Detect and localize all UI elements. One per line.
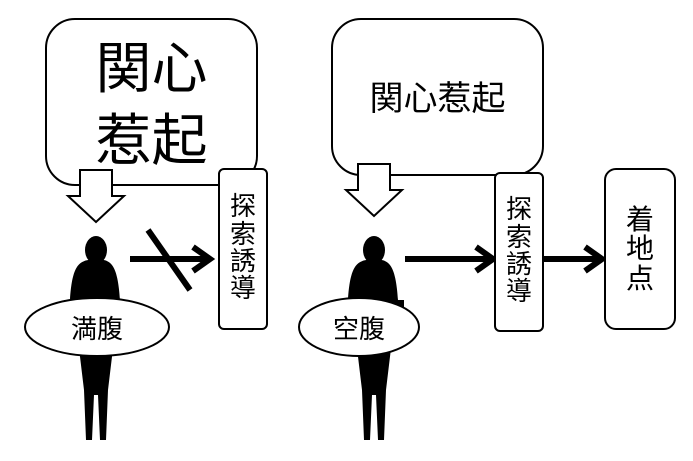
interest-label-line2: 惹起	[95, 108, 208, 174]
arrow-to-explore-right	[405, 244, 499, 274]
interest-box-left: 関心 惹起	[45, 18, 258, 186]
arrow-to-landing	[544, 244, 608, 274]
down-arrow-left	[65, 169, 127, 224]
explore-char-2: 索	[229, 219, 256, 250]
state-label-hungry: 空腹	[332, 314, 385, 345]
explore-box-right: 探 索 誘 導	[494, 172, 544, 332]
explore-char-4: 導	[505, 277, 532, 308]
explore-char-2: 索	[505, 222, 532, 253]
landing-char-1: 着	[625, 202, 654, 236]
landing-char-2: 地	[625, 232, 654, 266]
down-arrow-right	[343, 163, 405, 218]
explore-char-4: 導	[229, 274, 256, 305]
state-ellipse-left	[24, 297, 170, 357]
explore-char-3: 誘	[229, 247, 256, 277]
explore-char-1: 探	[229, 192, 256, 223]
state-label-full: 満腹	[70, 314, 123, 345]
explore-box-left: 探 索 誘 導	[218, 168, 268, 330]
interest-box-right: 関心惹起	[331, 18, 544, 176]
explore-char-3: 誘	[505, 250, 532, 280]
landing-char-3: 点	[625, 261, 654, 295]
explore-char-1: 探	[505, 195, 532, 226]
interest-label-line1: 関心	[95, 36, 208, 102]
blocked-arrow-left	[130, 228, 216, 292]
state-ellipse-right	[298, 297, 420, 357]
landing-point-box: 着 地 点	[604, 168, 676, 330]
interest-label-right: 関心惹起	[369, 78, 506, 119]
